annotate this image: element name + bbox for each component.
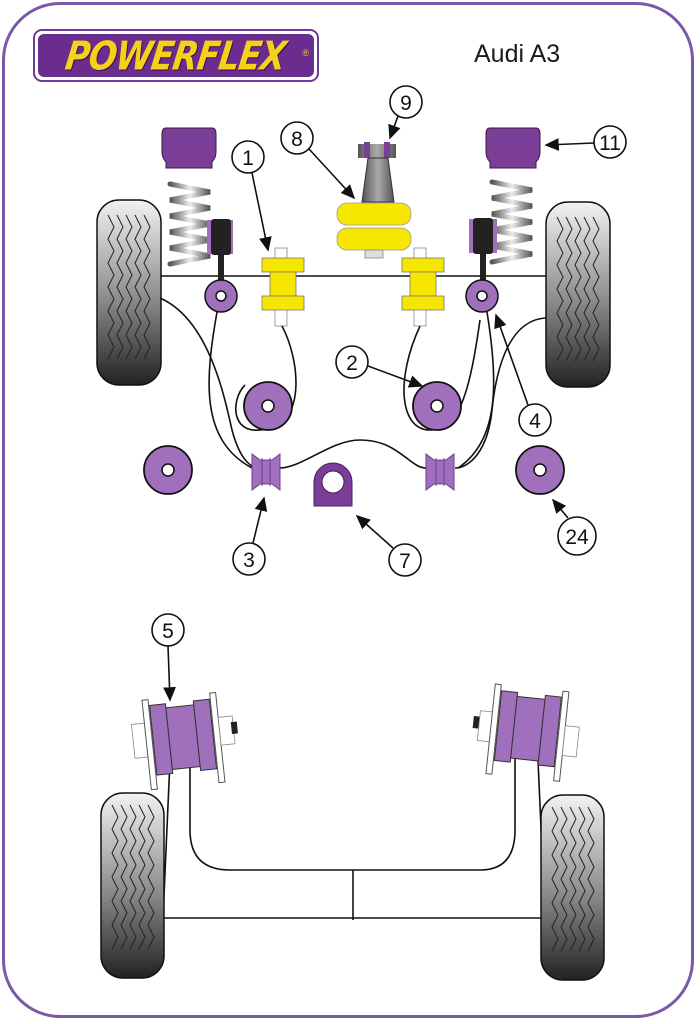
front-lower-arms — [159, 297, 547, 469]
front-left-tyre — [96, 199, 162, 386]
front-left-rear-bush — [243, 381, 293, 431]
front-left-drop-link — [204, 219, 238, 313]
callout-2: 2 — [346, 352, 358, 375]
callout-arrows — [163, 115, 595, 702]
engine-mount — [336, 142, 412, 259]
arb-bush-right — [425, 453, 455, 491]
registered-mark: ® — [302, 48, 309, 58]
arb-bush-left — [251, 453, 281, 491]
rear-right-beam-bush — [472, 683, 580, 782]
rear-right-tyre — [540, 794, 605, 981]
callout-5: 5 — [162, 620, 174, 643]
powerflex-logo: POWERFLEX ® — [33, 29, 319, 82]
rear-left-tyre — [100, 792, 165, 979]
callout-1: 1 — [242, 147, 254, 170]
callout-8: 8 — [291, 128, 303, 151]
front-right-rear-bush — [412, 381, 462, 431]
front-left-yellow-bush — [261, 247, 305, 327]
callout-11: 11 — [599, 132, 621, 155]
callout-7: 7 — [399, 550, 411, 573]
front-right-tyre — [545, 201, 611, 388]
vehicle-title: Audi A3 — [474, 40, 561, 68]
spare-bush-right-24 — [515, 445, 565, 495]
arb-mount-bush — [313, 462, 353, 507]
callout-3: 3 — [243, 549, 255, 572]
spare-bush-left — [143, 445, 193, 495]
callout-4: 4 — [529, 410, 541, 433]
front-right-yellow-bush — [401, 247, 445, 327]
rear-left-beam-bush — [131, 691, 238, 791]
front-right-top-mount — [485, 127, 541, 279]
callout-labels: 1 8 9 11 2 4 3 7 24 5 — [162, 92, 621, 643]
front-right-drop-link — [465, 218, 499, 313]
callout-9: 9 — [400, 92, 412, 115]
callout-24: 24 — [565, 526, 589, 549]
callouts — [151, 85, 627, 647]
